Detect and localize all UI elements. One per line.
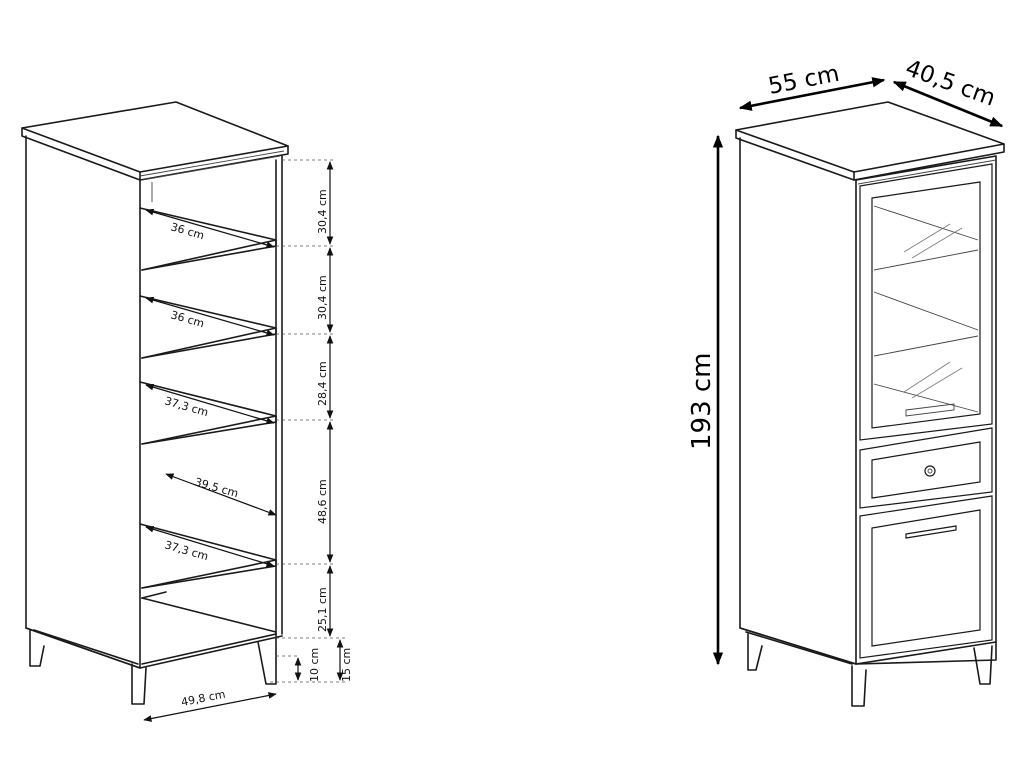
shelf-2 [139, 295, 277, 359]
closed-cabinet-drawing: 55 cm 40,5 cm 193 cm [687, 55, 1005, 707]
height-label-1: 30,4 cm [316, 189, 329, 234]
depth-label: 40,5 cm [902, 55, 999, 111]
drawer[interactable] [859, 427, 993, 509]
shelf-1 [139, 207, 277, 271]
shelf-depth-label-4: 39,5 cm [193, 475, 240, 500]
height-label-4: 48,6 cm [316, 479, 329, 524]
drawer-knob-icon [924, 465, 936, 477]
shelf-depth-label-1: 36 cm [169, 220, 206, 242]
height-label: 193 cm [687, 352, 717, 450]
bottom-width-label: 49,8 cm [180, 688, 226, 709]
base-height-label: 15 cm [340, 648, 353, 682]
height-label-2: 30,4 cm [316, 275, 329, 320]
leg-height-label: 10 cm [308, 648, 321, 682]
shelf-depth-label-2: 36 cm [169, 308, 206, 330]
door-handle-icon [905, 525, 957, 539]
shelf-3 [139, 381, 277, 445]
glass-door[interactable] [859, 163, 993, 441]
open-cabinet-drawing: 36 cm 36 cm 37,3 cm 39,5 cm 37,3 cm 30,4… [21, 101, 353, 722]
lower-door[interactable] [859, 495, 993, 659]
width-label: 55 cm [766, 61, 841, 100]
shelf-depth-label-5: 37,3 cm [163, 538, 210, 563]
height-label-3: 28,4 cm [316, 361, 329, 406]
bottom-shelf [141, 591, 277, 633]
height-label-5: 25,1 cm [316, 587, 329, 632]
